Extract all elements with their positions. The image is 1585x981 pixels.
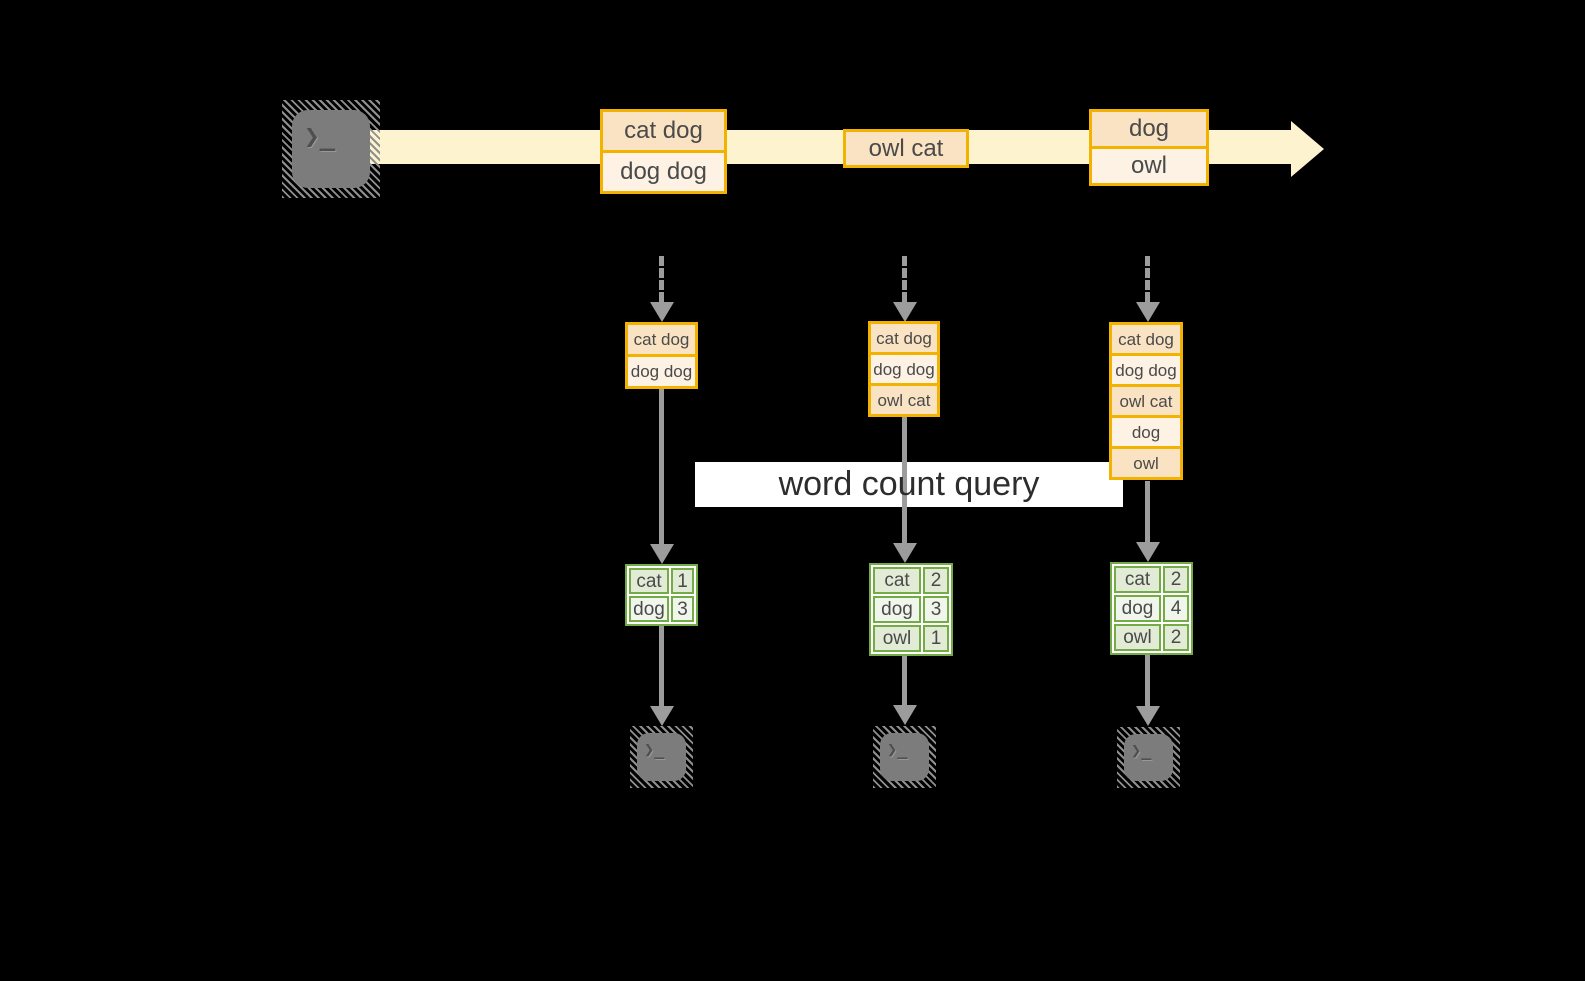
result-word: owl xyxy=(873,625,921,652)
result-word: owl xyxy=(1114,624,1161,651)
state-box-3: cat dog dog dog owl cat dog owl xyxy=(1109,322,1183,480)
state-cell: dog xyxy=(1112,415,1180,446)
down-arrow-shaft xyxy=(1145,481,1150,542)
result-word: dog xyxy=(873,596,921,623)
query-banner xyxy=(695,462,1123,507)
state-cell: cat dog xyxy=(871,324,937,352)
terminal-icon-body xyxy=(1124,734,1173,781)
dashed-arrow-shaft xyxy=(902,256,907,302)
state-cell: dog dog xyxy=(871,352,937,383)
stream-arrowhead-icon xyxy=(1291,121,1324,177)
state-box-1: cat dog dog dog xyxy=(625,322,698,389)
terminal-prompt-icon: ❯_ xyxy=(887,740,908,760)
result-word: cat xyxy=(629,568,669,594)
event-cell: cat dog xyxy=(603,112,724,150)
state-cell: dog dog xyxy=(1112,353,1180,384)
down-arrow-head xyxy=(893,705,917,725)
result-word: cat xyxy=(873,567,921,594)
down-arrow-head xyxy=(893,543,917,563)
terminal-icon-sink-3: ❯_ xyxy=(1117,727,1180,788)
terminal-icon-source: ❯_ xyxy=(282,100,380,198)
down-arrow-shaft xyxy=(902,415,907,543)
stream-event-box-2: owl cat xyxy=(843,129,969,168)
event-cell: dog dog xyxy=(603,150,724,191)
result-count: 1 xyxy=(923,625,949,652)
result-count: 2 xyxy=(1163,624,1189,651)
terminal-icon-sink-2: ❯_ xyxy=(873,726,936,788)
event-cell: owl cat xyxy=(846,132,966,165)
down-arrow-head xyxy=(1136,706,1160,726)
event-cell: dog xyxy=(1092,112,1206,146)
result-table-3: cat 2 dog 4 owl 2 xyxy=(1110,562,1193,655)
terminal-prompt-icon: ❯_ xyxy=(1131,741,1152,761)
result-table-2: cat 2 dog 3 owl 1 xyxy=(869,563,953,656)
result-count: 4 xyxy=(1163,595,1189,622)
terminal-icon-body xyxy=(880,733,929,781)
stream-event-box-3: dog owl xyxy=(1089,109,1209,186)
state-cell: cat dog xyxy=(628,325,695,354)
dashed-arrow-shaft xyxy=(659,256,664,302)
result-word: cat xyxy=(1114,566,1161,593)
state-box-2: cat dog dog dog owl cat xyxy=(868,321,940,417)
down-arrow-head xyxy=(650,544,674,564)
result-count: 3 xyxy=(923,596,949,623)
terminal-prompt-icon: ❯_ xyxy=(644,740,665,760)
result-word: dog xyxy=(629,596,669,622)
result-count: 1 xyxy=(671,568,694,594)
result-count: 2 xyxy=(1163,566,1189,593)
state-cell: dog dog xyxy=(628,354,695,386)
result-table-1: cat 1 dog 3 xyxy=(625,564,698,626)
down-arrow-shaft xyxy=(659,626,664,706)
result-word: dog xyxy=(1114,595,1161,622)
down-arrow-shaft xyxy=(1145,655,1150,706)
terminal-prompt-icon: ❯_ xyxy=(304,122,336,152)
down-arrow-shaft xyxy=(902,656,907,705)
state-cell: cat dog xyxy=(1112,325,1180,353)
dashed-arrow-shaft xyxy=(1145,256,1150,302)
dashed-arrow-head xyxy=(893,302,917,322)
stream-event-box-1: cat dog dog dog xyxy=(600,109,727,194)
state-cell: owl xyxy=(1112,446,1180,477)
state-cell: owl cat xyxy=(871,383,937,414)
down-arrow-shaft xyxy=(659,388,664,544)
down-arrow-head xyxy=(1136,542,1160,562)
result-count: 3 xyxy=(671,596,694,622)
terminal-icon-sink-1: ❯_ xyxy=(630,726,693,788)
result-count: 2 xyxy=(923,567,949,594)
terminal-icon-body xyxy=(637,733,686,781)
down-arrow-head xyxy=(650,706,674,726)
state-cell: owl cat xyxy=(1112,384,1180,415)
dashed-arrow-head xyxy=(1136,302,1160,322)
dashed-arrow-head xyxy=(650,302,674,322)
terminal-icon-body xyxy=(292,110,370,188)
event-cell: owl xyxy=(1092,146,1206,183)
